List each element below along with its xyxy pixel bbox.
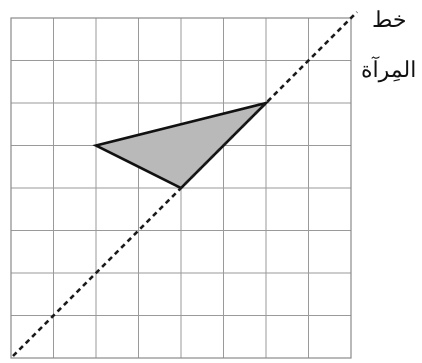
grid-border (10, 17, 352, 359)
mirror-line-label-word2: المِرآة (361, 56, 416, 83)
mirror-line-label-word1: خط (372, 8, 406, 33)
square-grid (10, 17, 352, 359)
mirror-line (12, 11, 358, 357)
